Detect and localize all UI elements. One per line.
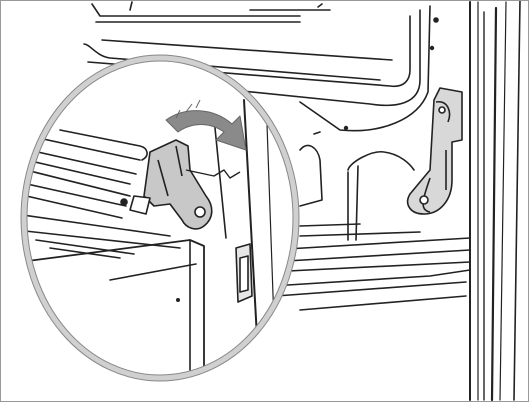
door-hinge	[406, 87, 463, 215]
oven-cavity-frame	[83, 0, 521, 402]
rotation-arrow-icon	[165, 99, 247, 151]
hinge-lever	[120, 139, 241, 230]
magnified-detail-view	[20, 54, 300, 382]
